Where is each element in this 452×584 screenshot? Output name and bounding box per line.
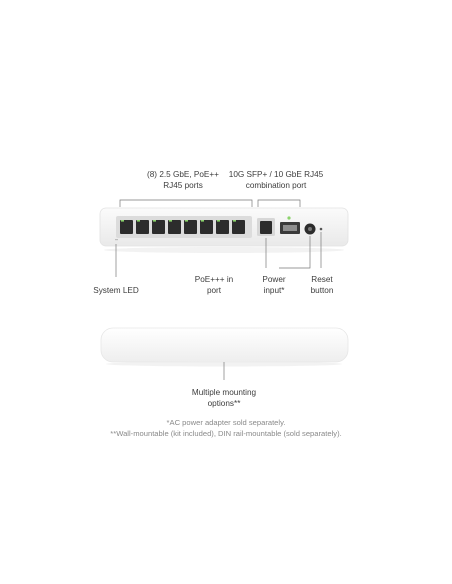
rj45-port-icon	[200, 220, 213, 234]
ports-2-5g-label-line2: RJ45 ports	[163, 180, 203, 190]
rj45-port-icon	[184, 220, 197, 234]
led-icon	[287, 216, 291, 220]
sfp-combo-label-line1: 10G SFP+ / 10 GbE RJ45	[228, 170, 324, 179]
rj45-ports-2-5g	[116, 216, 252, 238]
poe-in-label-line2: port	[206, 285, 222, 295]
poe-in-label: PoE+++ in port	[186, 275, 242, 296]
top-callout-lines	[119, 199, 301, 207]
bottom-callout-lines	[115, 232, 322, 277]
ports-2-5g-label-line1: (8) 2.5 GbE, PoE++	[147, 170, 219, 179]
reset-button-label: Reset button	[300, 275, 344, 296]
ports-2-5g-label: (8) 2.5 GbE, PoE++ RJ45 ports	[118, 170, 248, 191]
rj45-port-icon	[152, 220, 165, 234]
power-input-label: Power input*	[250, 275, 298, 296]
system-led-icon	[115, 239, 118, 241]
poe-in-label-line1: PoE+++ in	[194, 275, 234, 284]
power-input-label-line2: input*	[263, 285, 285, 295]
mounting-options-label-line1: Multiple mounting	[191, 388, 257, 397]
ac-adapter-footnote: *AC power adapter sold separately.	[166, 418, 286, 427]
sfp-combo-label-line2: combination port	[245, 180, 307, 190]
rj45-port-icon	[232, 220, 245, 234]
reset-pinhole-icon	[319, 227, 323, 231]
rj45-port-icon	[216, 220, 229, 234]
rj45-port-icon	[136, 220, 149, 234]
mounting-footnote: **Wall-mountable (kit included), DIN rai…	[110, 429, 342, 438]
switch-front-view	[99, 207, 349, 253]
reset-button-label-line1: Reset	[311, 275, 333, 284]
poe-in-port-icon	[260, 221, 272, 234]
switch-top-view	[100, 327, 349, 367]
rj45-port-icon	[120, 220, 133, 234]
sfp-combo-label: 10G SFP+ / 10 GbE RJ45 combination port	[220, 170, 332, 191]
reset-button-label-line2: button	[310, 285, 334, 295]
mounting-options-label: Multiple mounting options**	[174, 388, 274, 409]
power-input-label-line1: Power	[262, 275, 286, 284]
mounting-options-label-line2: options**	[207, 398, 241, 408]
system-led-label: System LED	[93, 286, 139, 295]
rj45-port-icon	[168, 220, 181, 234]
